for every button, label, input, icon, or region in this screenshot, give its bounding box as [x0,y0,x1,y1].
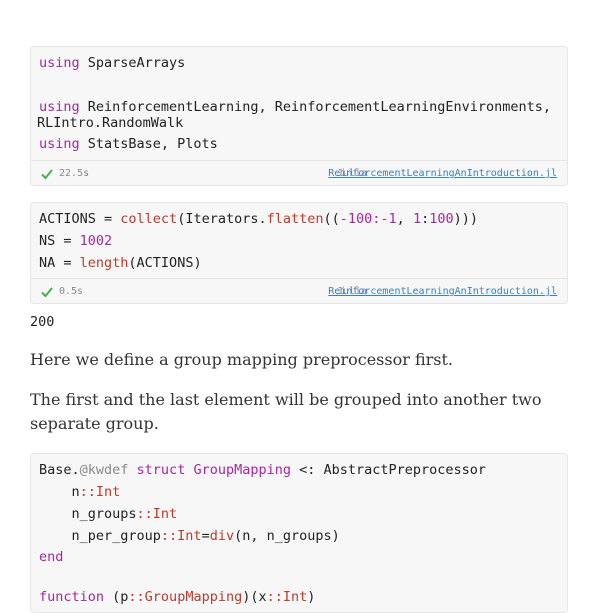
code-text: NA = [39,255,80,271]
language-label: Julia [336,168,367,179]
number-literal: -100:-1 [339,211,397,227]
keyword-function: function [39,589,105,605]
code-text: (Iterators. [177,211,267,227]
code-text: (( [323,211,340,227]
type-int: ::Int [79,484,121,500]
code-text: (ACTIONS) [128,255,202,271]
code-text: RLIntro.RandomWalk [37,115,184,131]
check-icon [41,287,53,298]
cell-2-output: 200 [30,314,55,330]
code-text: : [421,211,430,227]
code-cell-1[interactable]: using SparseArrays using ReinforcementLe… [30,46,568,186]
code-text: ))) [453,211,478,227]
function-length: length [79,255,129,271]
function-flatten: flatten [266,211,324,227]
function-collect: collect [120,211,178,227]
code-text: SparseArrays [79,55,186,71]
type-int: ::Int [266,589,308,605]
code-text: Base. [39,462,80,478]
code-cell-3[interactable]: Base.@kwdef struct GroupMapping <: Abstr… [30,453,568,613]
run-time: 22.5s [59,168,90,179]
paragraph-1: Here we define a group mapping preproces… [30,350,453,369]
number-literal: 100 [429,211,454,227]
code-text: )(x [242,589,267,605]
code-text: ) [307,589,316,605]
notebook-link[interactable]: ReinforcementLearningAnIntroduction.jl [328,286,557,297]
code-text: n [39,484,80,500]
code-cell-2[interactable]: ACTIONS = collect(Iterators.flatten((-10… [30,202,568,304]
run-time: 0.5s [59,286,84,297]
code-cell-1-source[interactable]: using SparseArrays using ReinforcementLe… [31,47,567,152]
code-text: StatsBase, Plots [79,136,218,152]
code-text: , [396,211,413,227]
code-cell-2-source[interactable]: ACTIONS = collect(Iterators.flatten((-10… [31,203,567,283]
type-groupmapping: ::GroupMapping [128,589,243,605]
number-literal: 1 [412,211,422,227]
code-text: = [201,528,210,544]
type-int: ::Int [136,506,178,522]
language-label: Julia [336,286,367,297]
number-literal: 1002 [79,233,113,249]
check-icon [41,169,53,180]
keyword-using: using [39,136,80,152]
keyword-using: using [39,99,80,115]
cell-2-footer: 0.5s Julia ReinforcementLearningAnIntrod… [31,278,567,305]
cell-1-footer: 22.5s Julia ReinforcementLearningAnIntro… [31,160,567,187]
code-text: ACTIONS = [39,211,121,227]
paragraph-2: The first and the last element will be g… [30,390,542,433]
code-text: ReinforcementLearning, ReinforcementLear… [79,99,552,115]
keyword-struct: struct [128,462,194,478]
function-div: div [209,528,235,544]
type-int: ::Int [160,528,202,544]
type-groupmapping: GroupMapping [193,462,291,478]
code-text: n_groups [39,506,137,522]
code-text: <: AbstractPreprocessor [291,462,487,478]
code-text: NS = [39,233,80,249]
code-text: (p [104,589,129,605]
notebook-link[interactable]: ReinforcementLearningAnIntroduction.jl [328,168,557,179]
keyword-using: using [39,55,80,71]
keyword-end: end [39,549,64,565]
macro-kwdef: @kwdef [79,462,129,478]
code-text: (n, n_groups) [234,528,340,544]
code-cell-3-source[interactable]: Base.@kwdef struct GroupMapping <: Abstr… [31,454,567,605]
code-text: n_per_group [39,528,161,544]
